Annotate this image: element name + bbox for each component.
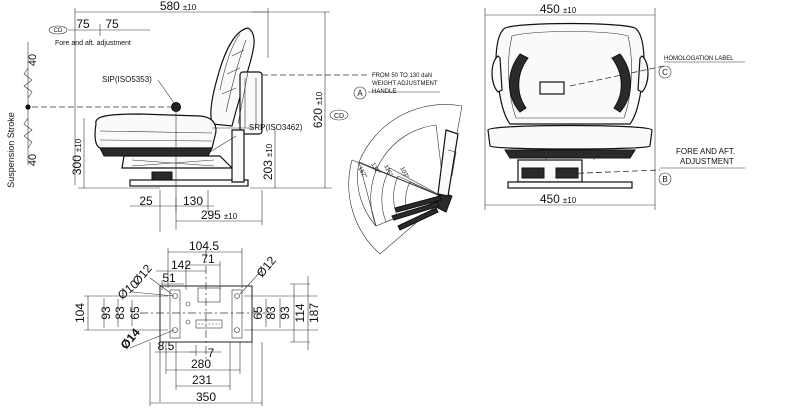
homologation-label: HOMOLOGATION LABEL: [664, 56, 734, 62]
weight-note-line1: FROM 50 TO 130 daN: [372, 73, 432, 79]
dim-25: 25: [139, 194, 153, 208]
recline-angle-103: 103°: [398, 166, 409, 180]
backrest-bracket: [239, 71, 263, 135]
dia-14: Ø14: [118, 325, 144, 352]
marker-cd: CD: [334, 113, 344, 120]
dim-104-5: 104.5: [189, 239, 219, 253]
dim-left-65: 65: [128, 306, 142, 320]
dim-231: 231: [192, 373, 212, 387]
dim-left-83: 83: [113, 306, 127, 320]
dim-142: 142: [171, 258, 191, 272]
dim-7: 7: [208, 346, 215, 360]
fore-aft-label: Fore and aft. adjustment: [55, 40, 131, 47]
dim-71: 71: [201, 252, 215, 266]
marker-cd-small: CD: [54, 28, 63, 34]
dim-right-83: 83: [264, 306, 278, 320]
sip-label: SIP(ISO5353): [102, 75, 152, 84]
dim-450-bottom: 450±10: [540, 192, 577, 206]
dim-280: 280: [191, 357, 211, 371]
recline-angle-132: 132°: [369, 162, 381, 176]
dim-130: 130: [183, 194, 203, 208]
side-view: 580±10 CD 75 75 Fore and aft. adjustment: [48, 0, 440, 232]
suspension-dim-down: 40: [27, 154, 39, 166]
backrest-label-plate: [539, 81, 565, 95]
recline-diagram: 162° 132° 116° 103°: [348, 104, 463, 255]
seat-cushion-front: [487, 124, 653, 150]
dim-295: 295±10: [201, 208, 238, 222]
dim-580: 580±10: [160, 0, 197, 13]
dia-12-right: Ø12: [254, 253, 280, 280]
dim-right-93: 93: [278, 306, 292, 320]
suspension-frame: [121, 155, 234, 169]
fore-aft-front-line2: ADJUSTMENT: [680, 157, 734, 166]
dim-350: 350: [196, 390, 216, 404]
fore-aft-front-line1: FORE AND AFT.: [676, 147, 735, 156]
dim-300: 300±10: [70, 138, 84, 175]
dim-fore-b: 75: [105, 17, 119, 31]
marker-c: C: [662, 68, 668, 77]
suspension-dim-up: 40: [27, 54, 39, 66]
marker-b: B: [662, 175, 667, 184]
srp-label: SRP(ISO3462): [249, 123, 303, 132]
base-plate-view: 104.5 71 142 51 Ø12 Ø12 Ø10 Ø14 104 93 8…: [73, 239, 321, 406]
dim-450-top: 450±10: [540, 2, 577, 16]
suspension-stroke-label: Suspension Stroke: [6, 112, 16, 188]
dim-620: 620±10: [311, 91, 325, 128]
suspension-stroke-group: Suspension Stroke 40 40: [6, 42, 175, 188]
suspension-foot: [151, 171, 173, 181]
recline-angle-116: 116°: [382, 164, 393, 178]
weight-note-line2: WEIGHT ADJUSTMENT: [372, 81, 438, 87]
dim-203: 203±10: [261, 143, 275, 180]
suspension-center-dot: [25, 104, 31, 110]
base-rail-front: [507, 181, 633, 189]
dim-right-65: 65: [251, 306, 265, 320]
backrest-side: [210, 27, 255, 127]
dim-right-114: 114: [293, 303, 307, 322]
dim-right-187: 187: [307, 303, 321, 323]
dim-51: 51: [162, 271, 176, 285]
base-rail-side: [129, 179, 249, 187]
dim-fore-a: 75: [76, 17, 90, 31]
marker-a: A: [357, 89, 363, 98]
dim-left-104: 104: [73, 303, 87, 323]
dim-left-93: 93: [99, 306, 113, 320]
recline-angle-162: 162°: [356, 166, 368, 180]
front-view: 450±10 450±10 HOMOLOGATION LABEL C: [484, 2, 745, 210]
seat-cushion-side: [94, 113, 217, 149]
